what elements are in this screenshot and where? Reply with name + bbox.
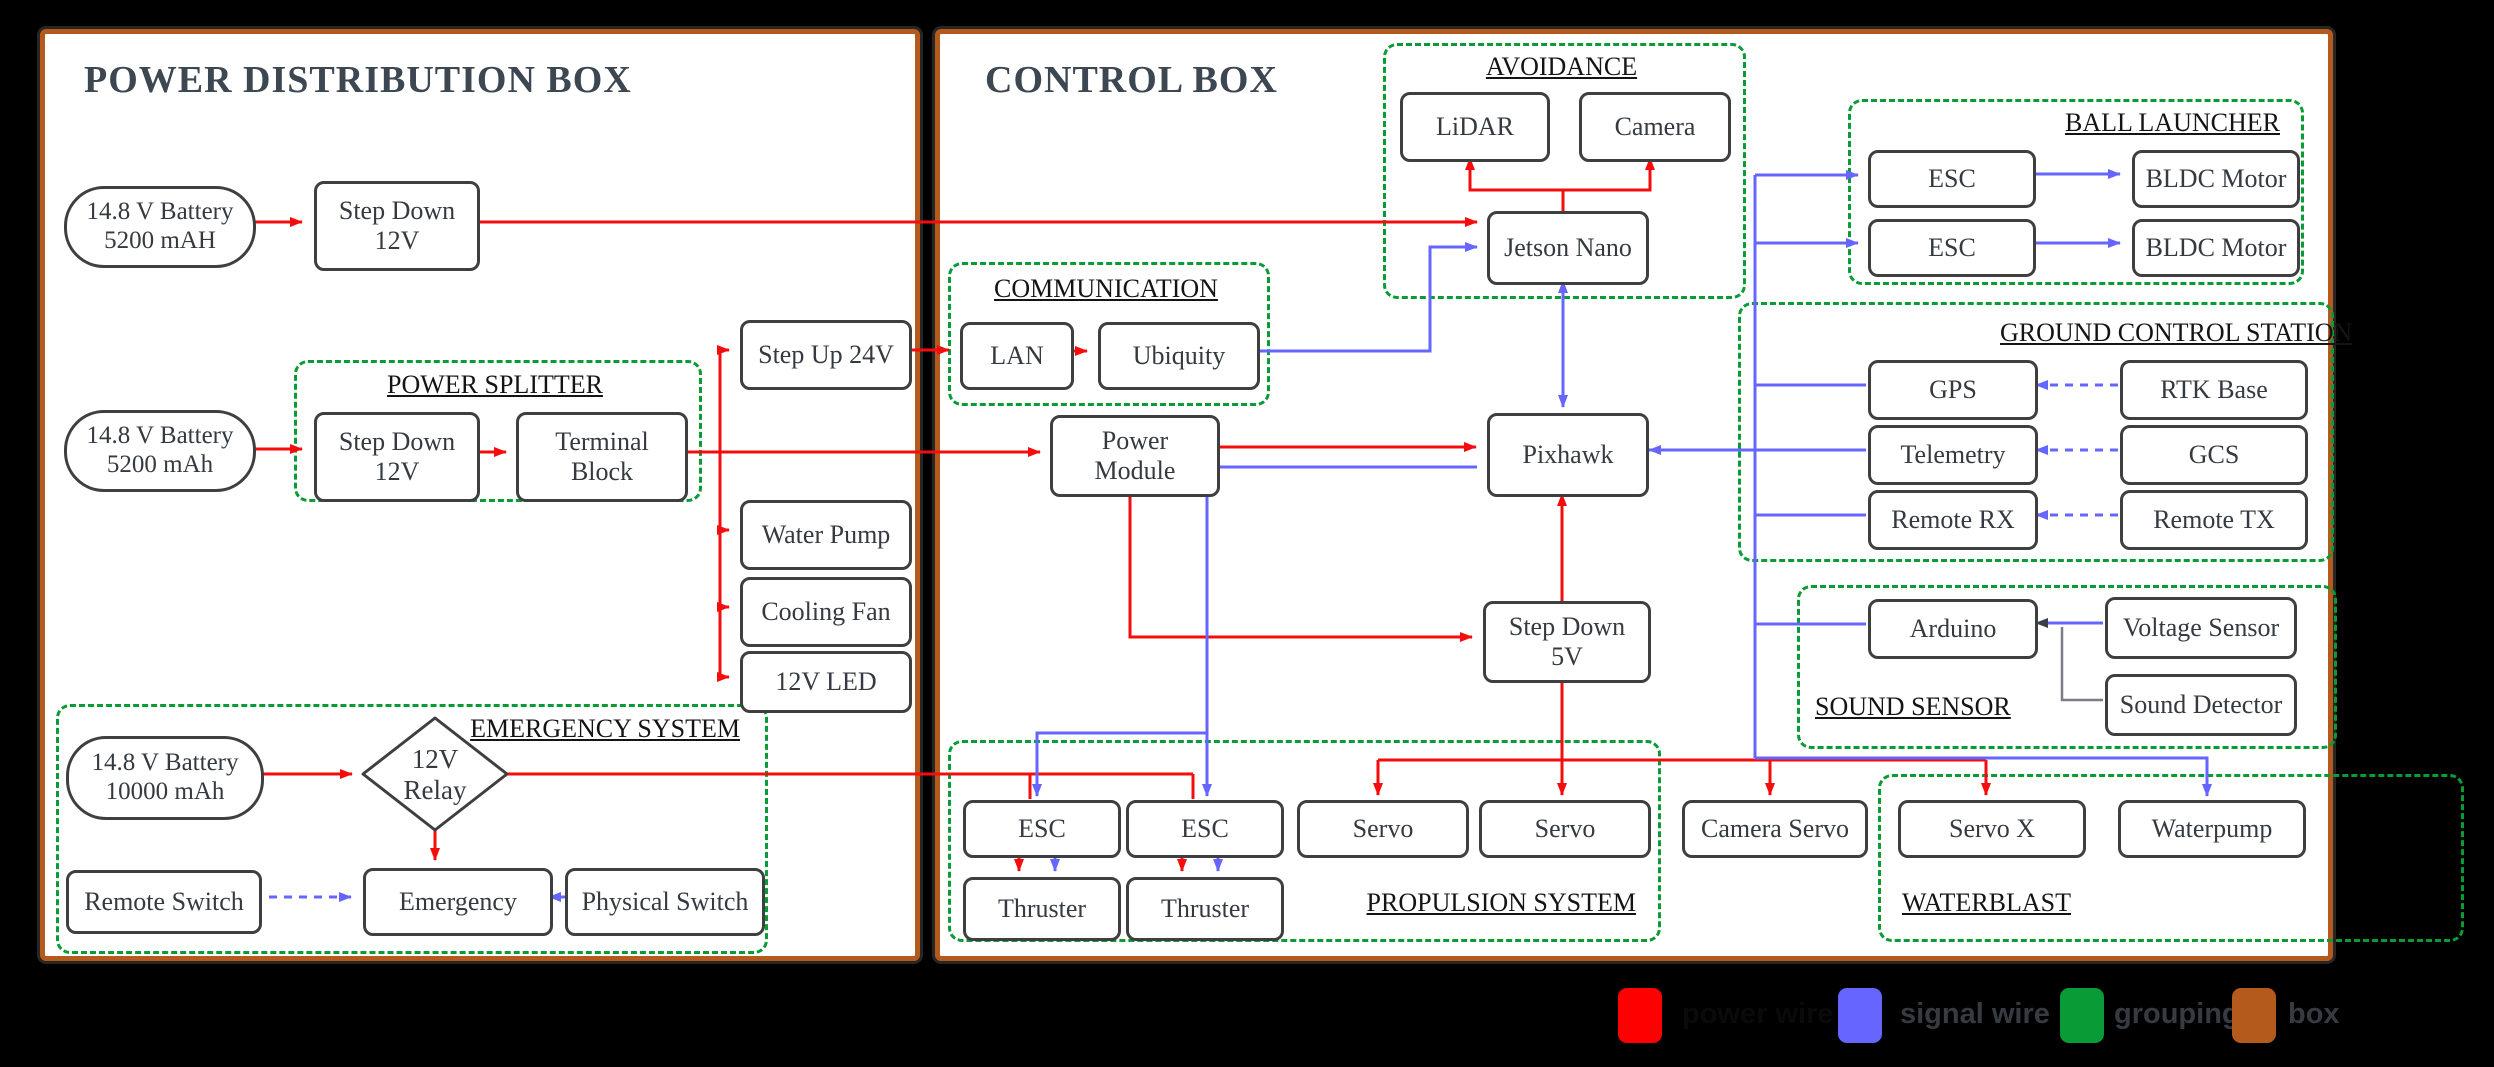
waterblast-title: WATERBLAST <box>1902 888 2071 917</box>
legend-label-box: box <box>2288 998 2340 1030</box>
node-battery1: 14.8 V Battery 5200 mAH <box>64 186 256 268</box>
node-rtk-base: RTK Base <box>2120 360 2308 420</box>
node-water-pump: Water Pump <box>740 500 912 570</box>
node-battery3: 14.8 V Battery 10000 mAh <box>66 736 264 820</box>
node-esc-2: ESC <box>1126 800 1284 858</box>
wire-ubiquity-jetson <box>1250 242 1478 353</box>
node-thruster-1: Thruster <box>963 877 1121 941</box>
panel2-title: CONTROL BOX <box>985 59 1278 101</box>
node-stepup24: Step Up 24V <box>740 320 912 390</box>
node-stepdown5: Step Down 5V <box>1483 601 1651 683</box>
legend-label-signal: signal wire <box>1900 998 2050 1030</box>
node-battery2: 14.8 V Battery 5200 mAh <box>64 410 256 492</box>
node-bldc-motor-1: BLDC Motor <box>2132 150 2300 208</box>
wire-trunk-waterpump2 <box>1755 756 2212 797</box>
node-relay12v-label: 12V Relay <box>403 744 467 806</box>
node-emergency: Emergency <box>363 868 553 936</box>
node-stepdown12-2: Step Down 12V <box>314 412 480 502</box>
emergency-title: EMERGENCY SYSTEM <box>470 714 740 743</box>
node-remote-rx: Remote RX <box>1868 490 2038 550</box>
legend-swatch-signal <box>1838 988 1882 1043</box>
node-thruster-2: Thruster <box>1126 877 1284 941</box>
communication-group <box>948 262 1270 406</box>
node-jetson-nano: Jetson Nano <box>1487 211 1649 285</box>
power-wires <box>246 157 1991 872</box>
node-servo-1: Servo <box>1297 800 1469 858</box>
node-gcs: GCS <box>2120 425 2308 485</box>
sound-sensor-title: SOUND SENSOR <box>1815 692 2011 721</box>
node-esc-ball-1: ESC <box>1868 150 2036 208</box>
legend-label-grouping: grouping <box>2114 998 2240 1030</box>
wire-sounddetector-arduino <box>2060 627 2103 702</box>
legend-swatch-box <box>2232 988 2276 1043</box>
node-12v-led: 12V LED <box>740 651 912 713</box>
power-splitter-group <box>294 360 702 502</box>
node-servo-x: Servo X <box>1898 800 2086 858</box>
node-arduino: Arduino <box>1868 599 2038 659</box>
node-terminal-block: Terminal Block <box>516 412 688 502</box>
node-physical-switch: Physical Switch <box>565 868 765 936</box>
node-bldc-motor-2: BLDC Motor <box>2132 219 2300 277</box>
legend-label-power: power wire <box>1682 998 1834 1030</box>
node-power-module: Power Module <box>1050 415 1220 497</box>
node-stepdown12-1: Step Down 12V <box>314 181 480 271</box>
node-esc-ball-2: ESC <box>1868 219 2036 277</box>
node-cooling-fan: Cooling Fan <box>740 577 912 647</box>
node-lidar: LiDAR <box>1400 92 1550 162</box>
node-camera-servo: Camera Servo <box>1682 800 1868 858</box>
wire-relay-escs <box>507 772 1195 799</box>
wire-jetson-lidar <box>1465 157 1565 211</box>
gcs-group <box>1738 302 2334 562</box>
legend-swatch-power <box>1618 988 1662 1043</box>
node-ubiquity: Ubiquity <box>1098 322 1260 390</box>
propulsion-group <box>948 740 1661 942</box>
waterblast-group <box>1878 774 2464 942</box>
avoidance-title: AVOIDANCE <box>1485 52 1638 81</box>
node-lan: LAN <box>960 322 1074 390</box>
wire-jetson-camera <box>1563 157 1655 192</box>
communication-title: COMMUNICATION <box>994 274 1218 303</box>
sound-sensor-group <box>1797 585 2337 749</box>
relay-diamond-shape <box>361 716 509 832</box>
legend-swatch-grouping <box>2060 988 2104 1043</box>
power-splitter-title: POWER SPLITTER <box>387 370 603 399</box>
propulsion-title: PROPULSION SYSTEM <box>1366 888 1636 917</box>
wire-pixhawk-escbus <box>1205 465 1477 733</box>
ball-launcher-title: BALL LAUNCHER <box>2065 108 2280 137</box>
node-remote-switch: Remote Switch <box>66 870 262 934</box>
panel1-title: POWER DISTRIBUTION BOX <box>84 59 632 101</box>
node-esc-1: ESC <box>963 800 1121 858</box>
wire-bus-esc1 <box>1032 731 1207 797</box>
node-telemetry: Telemetry <box>1868 425 2038 485</box>
wire-sd5v-bus <box>1378 673 1986 762</box>
node-gps: GPS <box>1868 360 2038 420</box>
gcs-title: GROUND CONTROL STATION <box>2000 318 2353 347</box>
node-pixhawk: Pixhawk <box>1487 413 1649 497</box>
node-sound-detector: Sound Detector <box>2105 674 2297 736</box>
node-servo-2: Servo <box>1479 800 1651 858</box>
node-voltage-sensor: Voltage Sensor <box>2105 597 2297 659</box>
node-remote-tx: Remote TX <box>2120 490 2308 550</box>
emergency-group <box>56 704 768 954</box>
node-camera: Camera <box>1579 92 1731 162</box>
ball-launcher-group <box>1848 99 2304 285</box>
node-waterpump: Waterpump <box>2118 800 2306 858</box>
wire-pm-sd5v <box>1128 487 1473 642</box>
